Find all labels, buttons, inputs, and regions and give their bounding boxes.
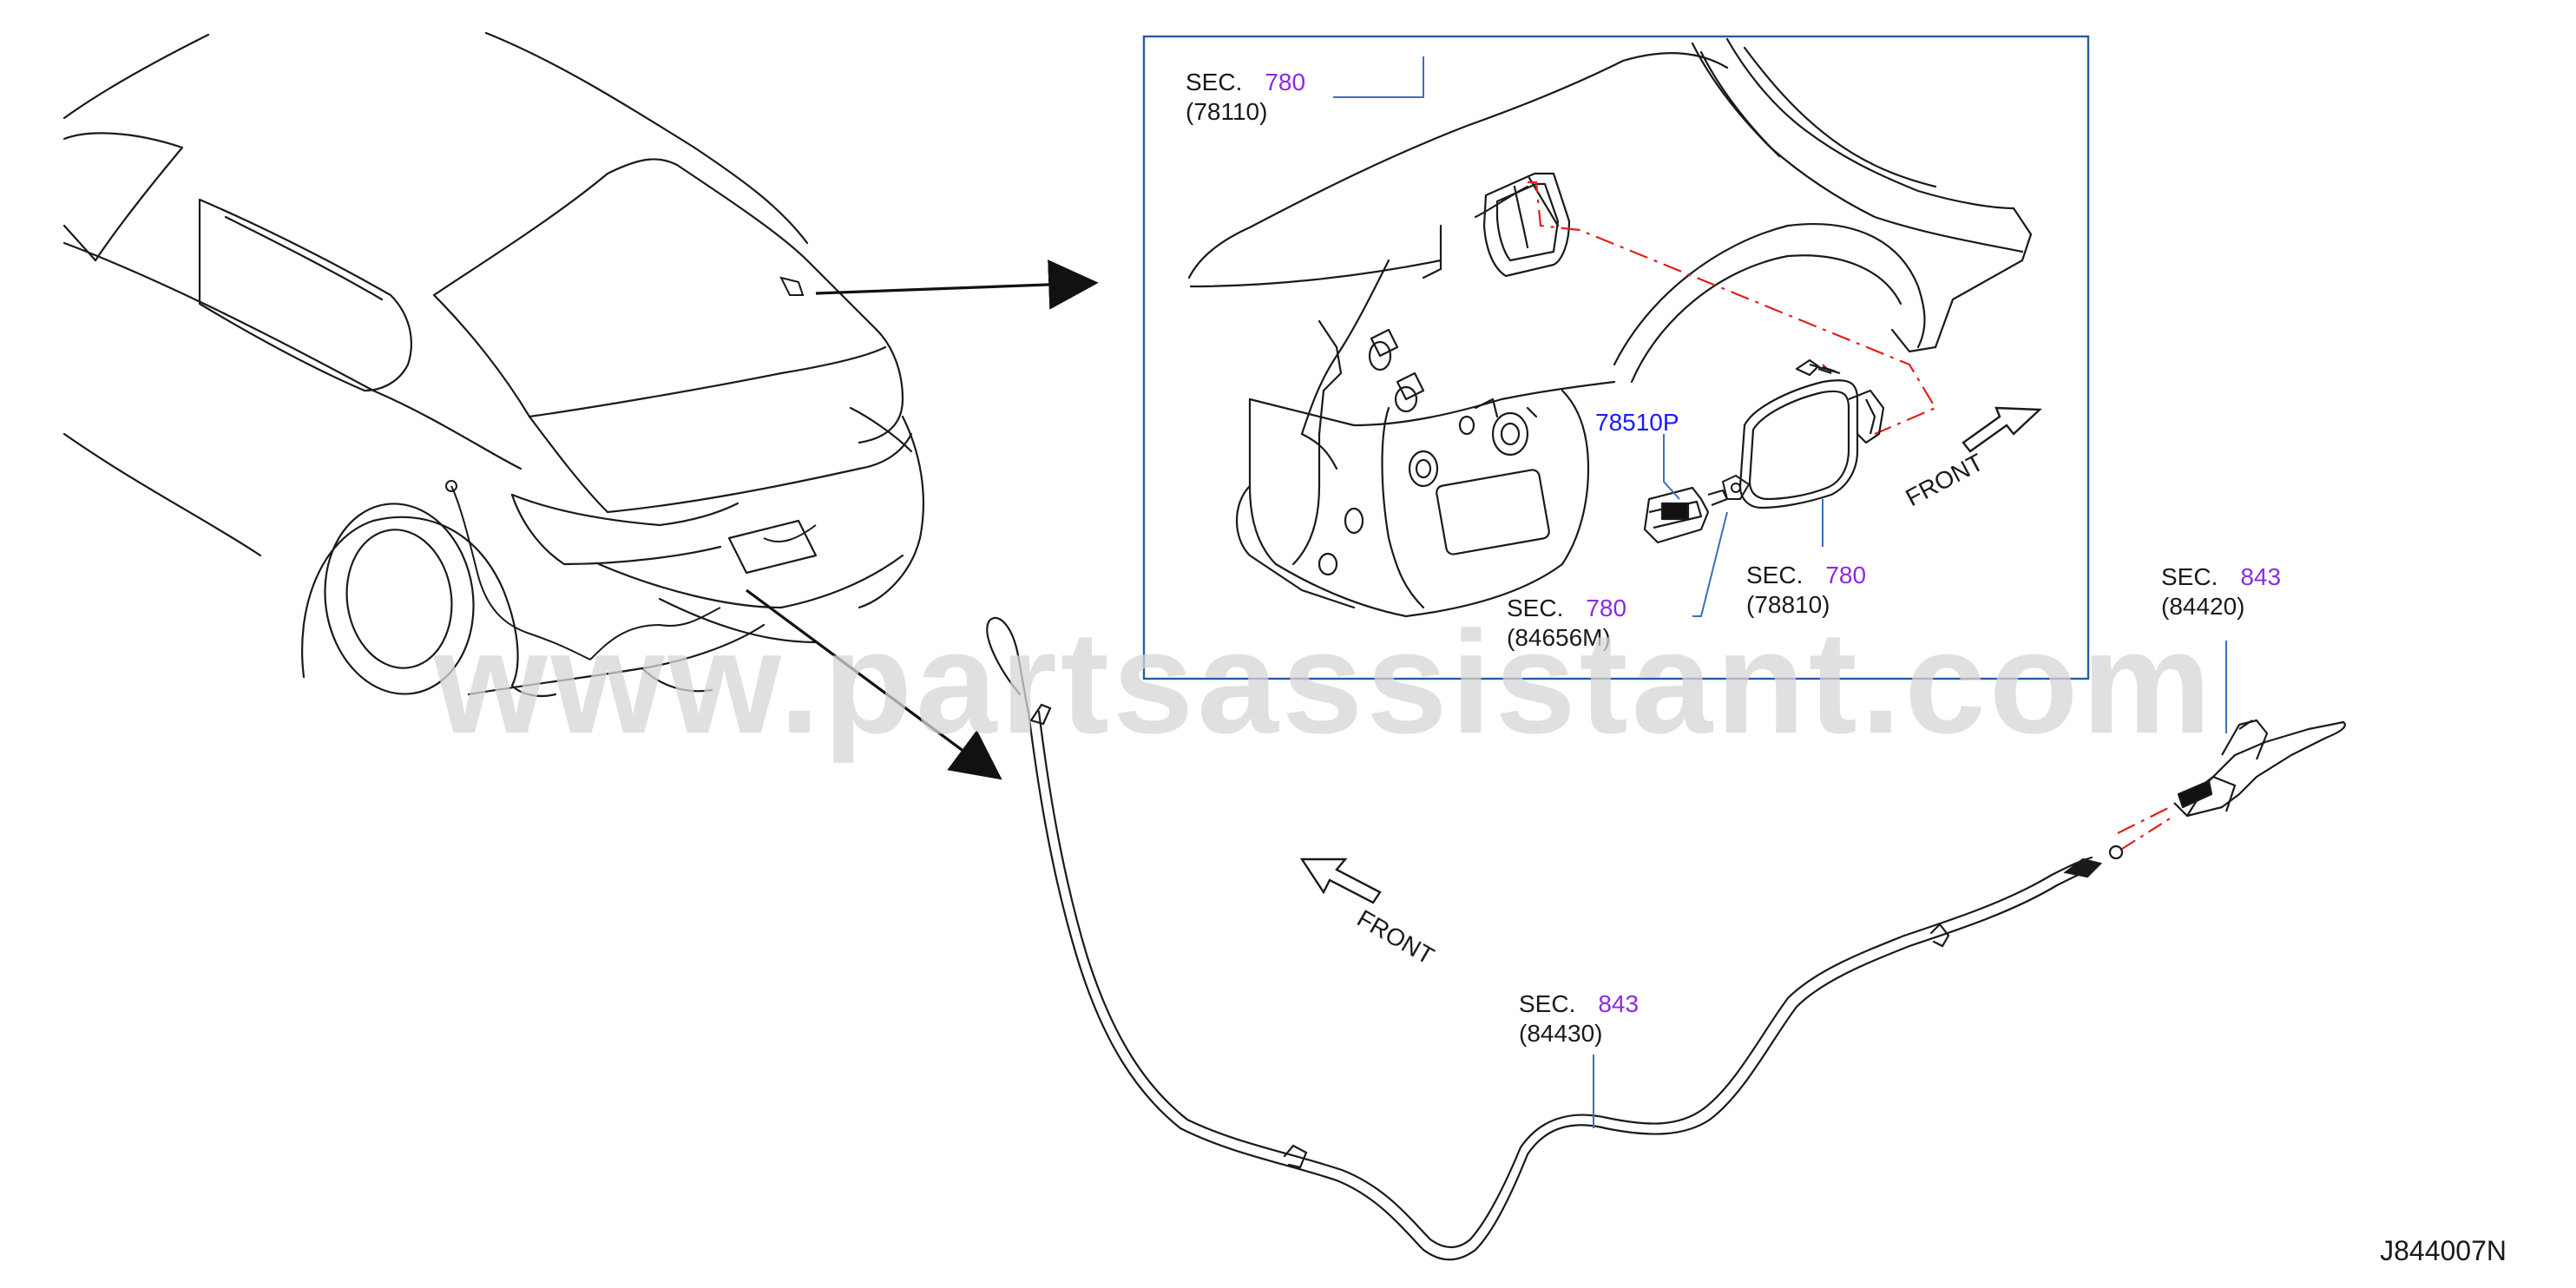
- diagram-code: J844007N: [2380, 1235, 2507, 1266]
- callout-sec843-84430: SEC. 843 (84430): [1519, 989, 1639, 1048]
- front-direction-arrow-inset: [1962, 406, 2042, 453]
- fuel-lid: [1738, 358, 1885, 509]
- inset-leader-lines: [1333, 56, 1824, 617]
- opener-lever: [2173, 719, 2346, 818]
- rear-quarter-panel: [1187, 37, 2033, 618]
- part-number: (78110): [1186, 98, 1268, 125]
- sec-label: SEC.: [1507, 595, 1564, 621]
- sec-number: 843: [1598, 990, 1640, 1017]
- sec-label: SEC.: [1186, 69, 1243, 95]
- car-body-outline: [62, 31, 924, 698]
- opener-cable: [986, 616, 2124, 1261]
- part-number: (78810): [1746, 591, 1830, 618]
- car-fuel-lid-marker: [779, 276, 805, 296]
- sec-number: 843: [2240, 563, 2282, 590]
- arrow-to-fuel-lid-inset: [815, 260, 1099, 310]
- car-opener-cable: [445, 480, 817, 660]
- sec-number: 780: [1586, 595, 1627, 621]
- sec-number: 780: [1825, 562, 1867, 588]
- assembly-guide-dashes: [1528, 181, 2171, 834]
- part-number: (84420): [2161, 593, 2245, 620]
- lid-clip: [1721, 474, 1751, 500]
- fuel-lid-inset-frame: [1142, 35, 2090, 680]
- part-number: (84656M): [1507, 624, 1611, 651]
- sec-number: 780: [1265, 69, 1306, 95]
- sec-label: SEC.: [1746, 562, 1804, 588]
- sec-label: SEC.: [2161, 563, 2218, 590]
- callout-sec843-84420: SEC. 843 (84420): [2161, 562, 2281, 621]
- lever-cable-guide-dash: [2121, 815, 2175, 850]
- callout-sec780-78810: SEC. 780 (78810): [1746, 561, 1866, 620]
- part-number: (84430): [1519, 1020, 1603, 1047]
- watermark-text: www.partsassistant.com: [434, 601, 2215, 764]
- part-number: 78510P: [1595, 409, 1679, 436]
- sec-label: SEC.: [1519, 990, 1576, 1017]
- callout-sec780-78110: SEC. 780 (78110): [1186, 68, 1305, 127]
- front-direction-arrow-lower: [1299, 858, 1382, 904]
- callout-78510p: 78510P: [1595, 408, 1679, 437]
- arrow-to-opener-cable: [746, 588, 1002, 780]
- fuel-lid-lock-actuator: [1643, 486, 1729, 544]
- callout-sec780-84656m: SEC. 780 (84656M): [1507, 594, 1626, 653]
